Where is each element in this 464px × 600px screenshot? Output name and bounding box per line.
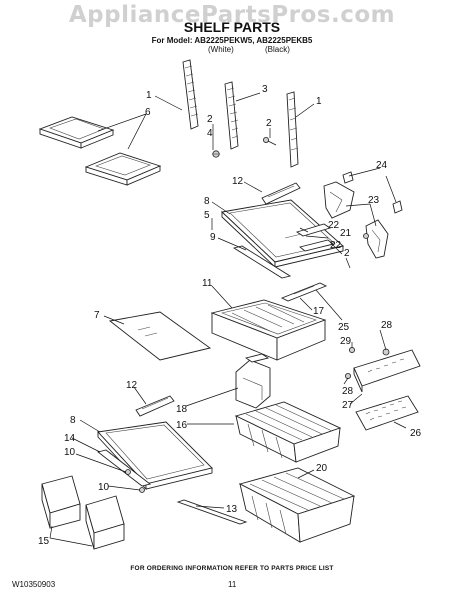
callout-2-mid: 2 — [207, 114, 213, 125]
wire-basket-large — [238, 467, 356, 543]
callout-1-right: 1 — [316, 96, 322, 107]
pan-track-17 — [280, 282, 328, 302]
tray-lower — [84, 152, 162, 186]
callout-2-right: 2 — [266, 118, 272, 129]
egg-tray — [355, 395, 419, 431]
callout-26: 26 — [410, 428, 422, 439]
upper-shelf — [221, 199, 344, 269]
lower-shelf — [97, 421, 213, 491]
callout-22-upper: 22 — [328, 220, 340, 231]
page-title: SHELF PARTS — [183, 19, 281, 35]
callout-8-lower: 8 — [70, 415, 76, 426]
callout-10-upper: 10 — [64, 447, 76, 458]
crisper-bin-right — [85, 495, 125, 550]
callout-12-upper: 12 — [232, 176, 244, 187]
shelf-handle-12-lower — [135, 395, 175, 417]
rail-right — [286, 91, 299, 168]
callout-2-shelf: 2 — [344, 248, 350, 259]
glass-panel-7 — [108, 311, 212, 361]
color-label-white: (White) — [208, 45, 234, 54]
callout-15: 15 — [38, 536, 50, 547]
model-line: For Model: AB2225PEKW5, AB2225PEKB5 — [151, 36, 313, 45]
screw-2-right — [262, 136, 277, 146]
wire-basket-small — [234, 401, 342, 463]
callout-14: 14 — [64, 433, 76, 444]
shelf-slides-21-22 — [295, 223, 334, 252]
callout-21: 21 — [340, 228, 352, 239]
callout-24: 24 — [376, 160, 388, 171]
callout-17: 17 — [313, 306, 325, 317]
callout-22-lower: 22 — [330, 240, 342, 251]
shelf-handle-12-upper — [261, 182, 301, 205]
callout-13: 13 — [226, 504, 238, 515]
bracket-18 — [235, 353, 271, 409]
deli-pan — [210, 299, 327, 361]
callout-10-lower: 10 — [98, 482, 110, 493]
callout-28-upper: 28 — [381, 320, 393, 331]
control-housing — [344, 346, 421, 393]
rail-left — [182, 59, 199, 130]
slide-rod-13 — [176, 499, 248, 525]
callout-29: 29 — [340, 336, 352, 347]
clip-24 — [342, 171, 403, 214]
callout-27: 27 — [342, 400, 354, 411]
callout-5: 5 — [204, 210, 210, 221]
callout-9: 9 — [210, 232, 216, 243]
page-number: 11 — [228, 580, 237, 589]
bracket-23 — [323, 181, 389, 259]
tray-upper — [38, 116, 115, 149]
callout-1-left: 1 — [146, 90, 152, 101]
callout-6: 6 — [145, 107, 151, 118]
screw-4 — [212, 150, 220, 158]
callout-11: 11 — [202, 278, 213, 289]
leader-lines — [49, 92, 407, 547]
callout-4: 4 — [207, 128, 213, 139]
callout-8-upper: 8 — [204, 196, 210, 207]
watermark: AppliancePartsPros.com — [68, 2, 396, 28]
document-number: W10350903 — [12, 580, 56, 589]
callout-16: 16 — [176, 420, 188, 431]
callout-20: 20 — [316, 463, 328, 474]
callout-28-lower: 28 — [342, 386, 354, 397]
callout-23: 23 — [368, 195, 380, 206]
crisper-bin-left — [41, 475, 81, 529]
ordering-note: FOR ORDERING INFORMATION REFER TO PARTS … — [130, 565, 334, 572]
callout-3: 3 — [262, 84, 268, 95]
rail-mid — [224, 81, 239, 150]
callout-labels: 1 1 6 3 2 4 2 24 23 12 8 5 9 22 21 22 2 … — [38, 84, 422, 547]
callout-25: 25 — [338, 322, 350, 333]
callout-12-lower: 12 — [126, 380, 138, 391]
color-label-black: (Black) — [265, 45, 290, 54]
trim-strip-9 — [232, 245, 292, 279]
callout-18: 18 — [176, 404, 188, 415]
callout-7: 7 — [94, 310, 100, 321]
